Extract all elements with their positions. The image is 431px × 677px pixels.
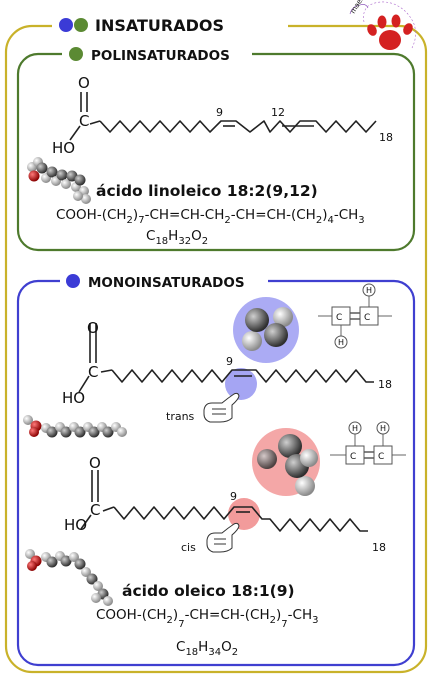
oleic-molecular-formula: C18H34O2 (176, 639, 238, 658)
oleic-condensed-formula: COOH-(CH2)7-CH=CH-(CH2)7-CH3 (96, 607, 319, 630)
cis-bond-diagram: C C H H (330, 421, 406, 465)
svg-text:9: 9 (226, 355, 233, 368)
cis-oleic-structure: O C HO 9 18 (64, 454, 386, 554)
linoleic-condensed-formula: COOH-(CH2)7-CH=CH-CH2-CH=CH-(CH2)4-CH3 (56, 207, 365, 226)
svg-text:18: 18 (378, 378, 392, 391)
cis-oleic-3d-model (25, 549, 113, 606)
svg-text:C: C (350, 452, 356, 462)
cis-3d-model (252, 428, 320, 496)
double-bond-position-9: 9 (216, 106, 223, 119)
svg-text:9: 9 (230, 490, 237, 503)
linoleic-acid-name: ácido linoleico 18:2(9,12) (96, 182, 318, 200)
hydroxyl-label: HO (52, 139, 75, 157)
trans-bond-diagram: C C H H (318, 283, 392, 349)
svg-text:C: C (90, 501, 100, 519)
cis-label: cis (181, 541, 196, 554)
oleic-acid-name: ácido oleico 18:1(9) (122, 582, 295, 600)
cis-double-bond-highlight (228, 498, 260, 530)
blue-dot-icon (59, 18, 73, 32)
svg-text:18: 18 (372, 541, 386, 554)
paw-print-icon (367, 14, 413, 50)
pointing-hand-icon (203, 392, 240, 423)
green-dot-icon (69, 47, 83, 61)
svg-text:C: C (336, 313, 342, 323)
svg-text:H: H (338, 338, 344, 347)
pointing-hand-icon (206, 522, 240, 553)
insaturados-frame (4, 24, 428, 674)
svg-text:O: O (87, 319, 99, 337)
svg-text:O: O (89, 454, 101, 472)
trans-oleic-structure: O C HO 9 18 (62, 319, 392, 407)
svg-text:H: H (380, 424, 386, 433)
svg-text:C: C (88, 363, 98, 381)
end-carbon-label: 18 (379, 131, 393, 144)
double-bond-position-12: 12 (271, 106, 285, 119)
svg-text:C: C (364, 313, 370, 323)
monoinsaturados-title: MONOINSATURADOS (88, 275, 245, 291)
linoleic-molecular-formula: C18H32O2 (146, 228, 208, 247)
trans-label: trans (166, 410, 195, 423)
svg-text:H: H (352, 424, 358, 433)
trans-3d-model (233, 297, 299, 363)
insaturados-title: INSATURADOS (95, 16, 224, 35)
linoleic-3d-model (27, 157, 91, 204)
oxygen-label: O (78, 74, 90, 92)
green-dot-icon (74, 18, 88, 32)
svg-text:C: C (378, 452, 384, 462)
svg-text:HO: HO (64, 516, 87, 534)
linoleic-acid-structure: O C HO 9 12 18 (52, 74, 393, 157)
trans-oleic-3d-model (23, 415, 127, 438)
svg-text:HO: HO (62, 389, 85, 407)
blue-dot-icon (66, 274, 80, 288)
svg-text:H: H (366, 286, 372, 295)
polinsaturados-title: POLINSATURADOS (91, 48, 230, 64)
carbon-label: C (79, 112, 89, 130)
svg-text:maestro naturales: maestro naturales (349, 0, 390, 15)
